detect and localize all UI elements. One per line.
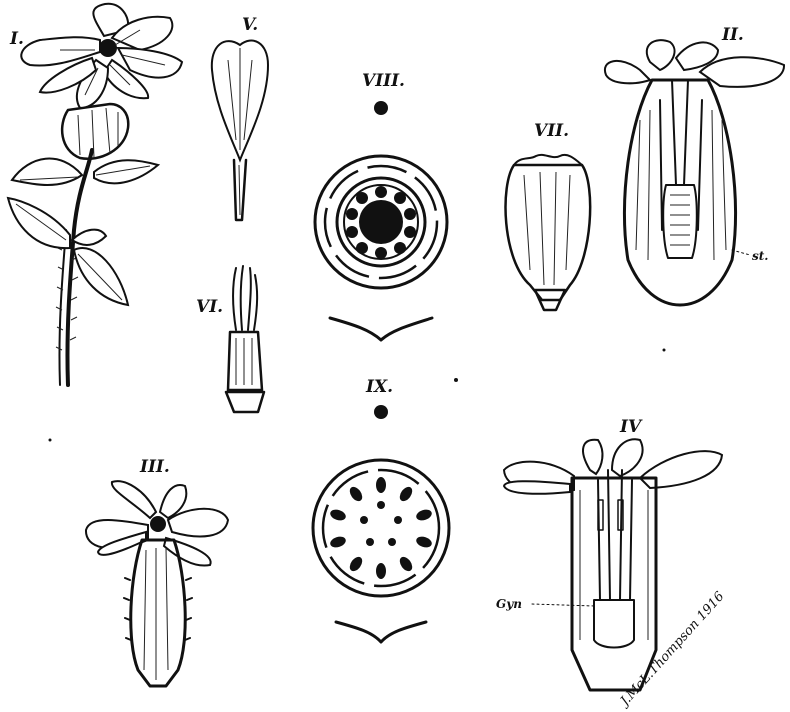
figure-8-floral-diagram: VIII.: [315, 71, 447, 340]
figure-9-label: IX.: [365, 377, 393, 397]
figure-8-label: VIII.: [362, 71, 405, 91]
figure-5-label: V.: [242, 15, 258, 35]
figure-1-label: I.: [9, 29, 24, 49]
gynoecium-annotation: Gyn: [496, 597, 522, 611]
stamen-annotation: st.: [752, 249, 768, 263]
figure-1-flowering-shoot: I.: [8, 4, 182, 385]
figure-9-floral-diagram: IX.: [313, 377, 449, 642]
figure-4-section: IV Gyn J.McL.Thompson 1916: [496, 417, 728, 711]
figure-6-pistil: VI.: [196, 266, 264, 412]
figure-2-section: II. st.: [605, 25, 784, 305]
figure-6-label: VI.: [196, 297, 223, 317]
figure-7-label: VII.: [534, 121, 569, 141]
figure-2-label: II.: [721, 25, 744, 45]
figure-5-petal: V.: [212, 15, 268, 220]
artist-signature: J.McL.Thompson 1916: [616, 589, 728, 711]
axis-dot: [374, 405, 388, 419]
axis-dot: [374, 101, 388, 115]
figure-7-calyx: VII.: [506, 121, 591, 310]
figure-3-flower: III.: [86, 457, 228, 686]
figure-9-stamens: [329, 477, 433, 579]
figure-3-label: III.: [139, 457, 170, 477]
figure-1-corolla: [21, 4, 182, 108]
figure-4-label: IV: [619, 417, 643, 437]
